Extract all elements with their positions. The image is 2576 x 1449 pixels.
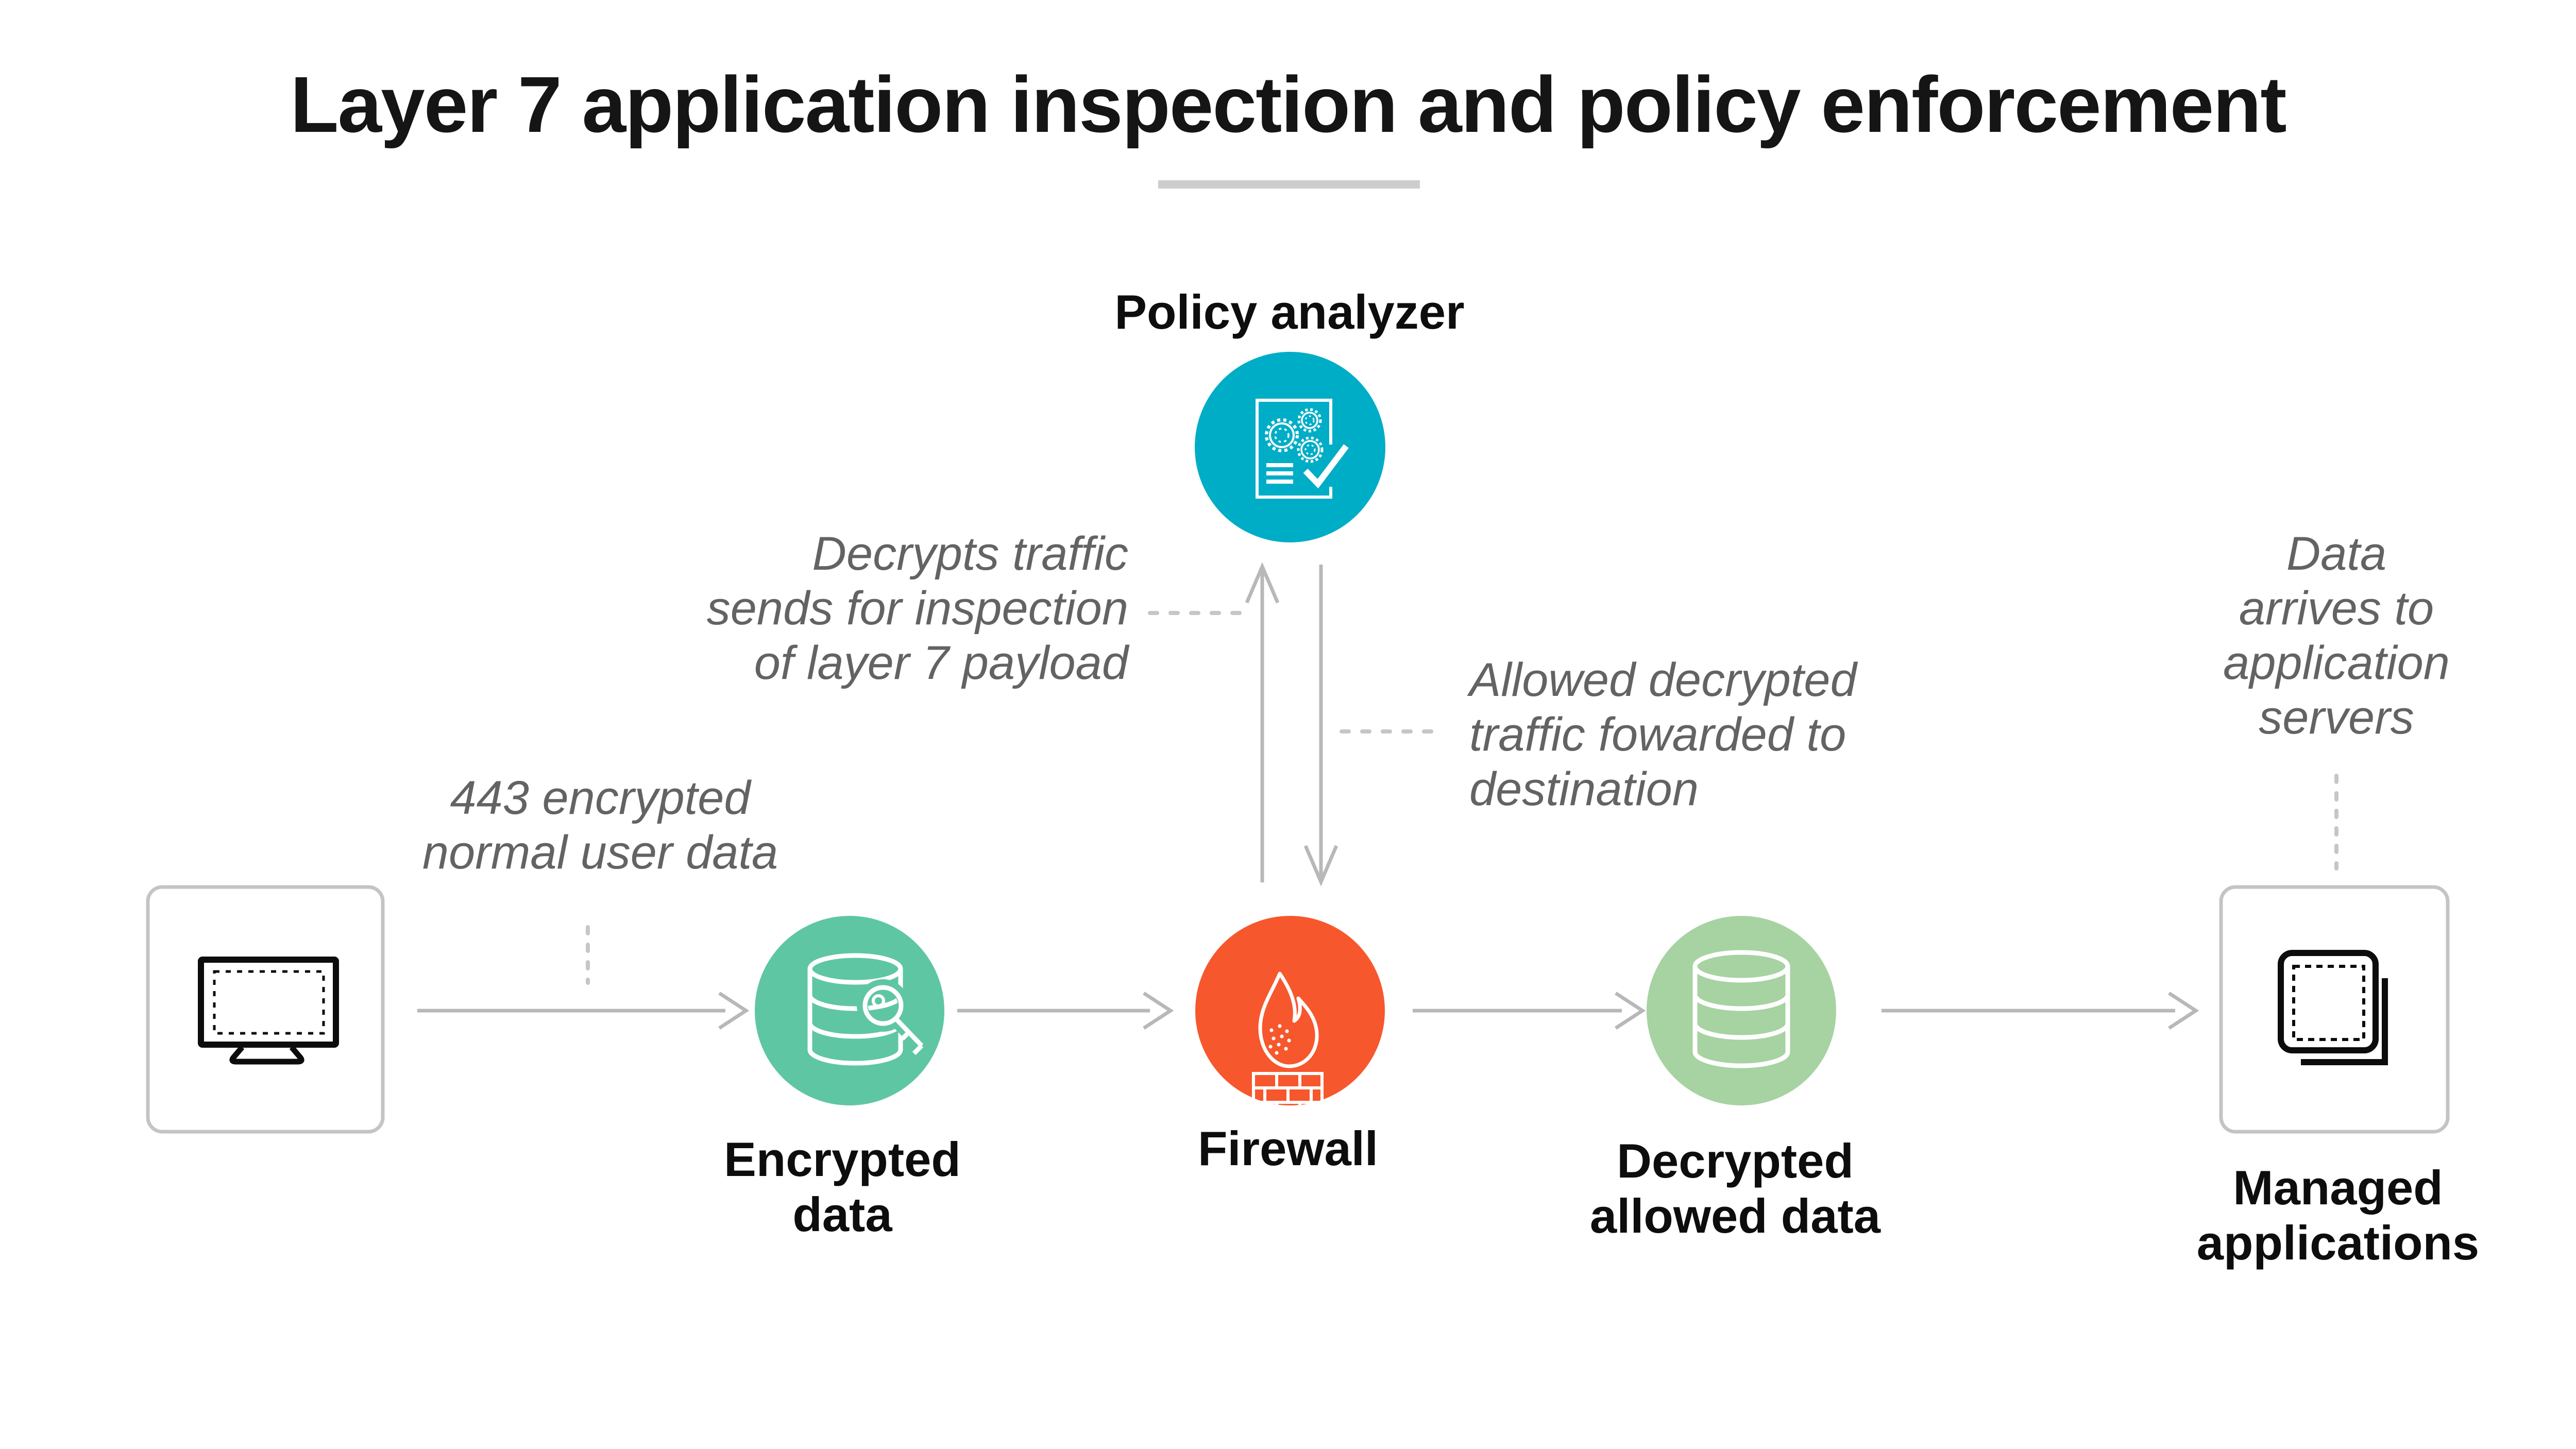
up-arrow <box>1245 562 1280 882</box>
annotation-allowed-line2: traffic fowarded to <box>1469 708 1846 761</box>
flow-arrow-device-to-encrypted <box>417 992 750 1030</box>
gear-top-right <box>1297 408 1322 433</box>
flow-arrow-firewall-to-decrypted <box>1413 992 1646 1030</box>
policy-document-gears-icon <box>1256 399 1349 499</box>
database-icon <box>1692 950 1790 1068</box>
annotation-arrives-line2: arrives to <box>2239 582 2434 635</box>
annotation-decrypts-line2: sends for inspection <box>706 582 1128 635</box>
annotation-arrives-line4: servers <box>2259 691 2414 744</box>
annotation-arrives-line3: application <box>2223 637 2450 689</box>
monitor-icon <box>198 957 339 1065</box>
firewall-node <box>1195 916 1385 1118</box>
decrypted-allowed-data-label: Decrypted allowed data <box>1426 1133 2044 1243</box>
managed-applications-label: Managed applications <box>2029 1160 2576 1270</box>
down-arrow <box>1303 565 1338 887</box>
firewall-label: Firewall <box>1197 1121 1379 1175</box>
firewall-policy-arrows <box>1245 562 1338 887</box>
annotation-allowed-traffic: Allowed decrypted traffic fowarded to de… <box>1469 653 2191 816</box>
flow-arrow-encrypted-to-firewall <box>957 992 1174 1030</box>
annotation-decrypts-traffic: Decrypts traffic sends for inspection of… <box>407 526 1128 690</box>
decrypted-label-line2: allowed data <box>1589 1189 1881 1243</box>
flow-arrow-decrypted-to-managed <box>1882 992 2199 1030</box>
managed-label-line2: applications <box>2196 1216 2480 1270</box>
annotation-arrives-line1: Data <box>2286 527 2387 580</box>
checkmark-icon <box>1303 444 1349 489</box>
encrypted-data-label-line2: data <box>792 1187 892 1241</box>
policy-analyzer-label: Policy analyzer <box>1114 285 1465 339</box>
flame-speckles <box>1268 1024 1291 1055</box>
flow-arrows <box>417 992 2199 1030</box>
flame-icon <box>1258 971 1319 1068</box>
database-key-icon <box>807 953 928 1066</box>
gear-large <box>1265 418 1299 452</box>
annotation-443-line1: 443 encrypted <box>450 772 751 824</box>
brick-wall-icon <box>1252 1072 1324 1118</box>
key-icon <box>862 985 924 1055</box>
managed-label-line1: Managed <box>2233 1161 2443 1215</box>
page-title: Layer 7 application inspection and polic… <box>290 60 2286 149</box>
dotted-connectors <box>586 611 2338 985</box>
encrypted-data-label-line1: Encrypted <box>724 1132 961 1186</box>
annotation-decrypts-line3: of layer 7 payload <box>754 637 1128 689</box>
gear-bottom-right <box>1297 436 1324 463</box>
document-list-lines <box>1266 463 1293 484</box>
annotation-allowed-line1: Allowed decrypted <box>1469 654 1857 706</box>
annotation-allowed-line3: destination <box>1469 763 1699 815</box>
policy-analyzer-node <box>1195 352 1385 542</box>
encrypted-data-node <box>755 916 944 1105</box>
annotation-443-line2: normal user data <box>422 826 778 879</box>
app-stack-icon <box>2278 950 2388 1065</box>
decrypted-label-line1: Decrypted <box>1617 1134 1854 1188</box>
decrypted-allowed-data-node <box>1647 916 1836 1105</box>
title-underline <box>1158 180 1420 189</box>
firewall-icon <box>1252 971 1324 1118</box>
annotation-443-encrypted: 443 encrypted normal user data <box>291 771 909 880</box>
encrypted-data-label: Encrypted data <box>533 1132 1151 1242</box>
annotation-decrypts-line1: Decrypts traffic <box>812 527 1128 580</box>
annotation-data-arrives: Data arrives to application servers <box>2027 526 2576 745</box>
